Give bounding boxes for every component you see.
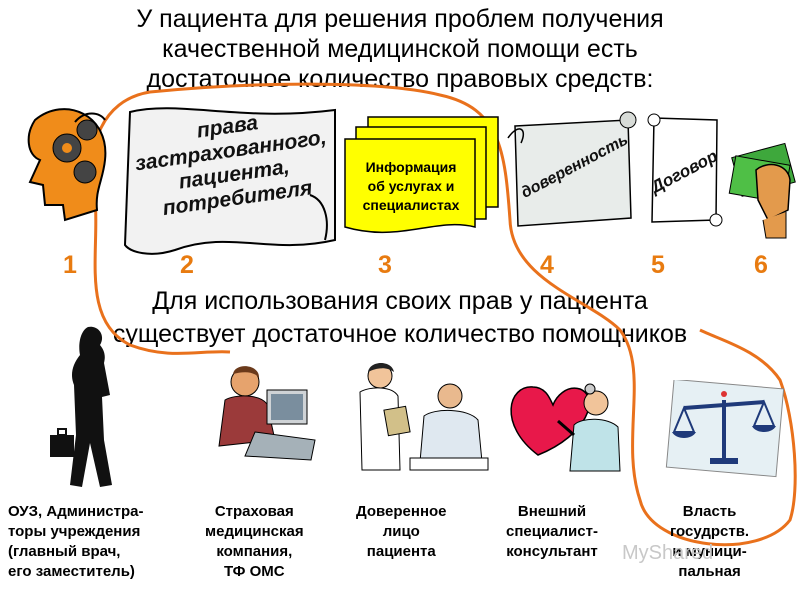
helper-caption-admin: ОУЗ, Администра- торы учреждения (главны… (8, 503, 144, 580)
doctor-patient-icon (359, 363, 489, 471)
money-fist-icon (728, 142, 796, 239)
scales-icon (665, 380, 785, 478)
scroll-icon (123, 107, 336, 255)
scroll-icon (647, 113, 723, 227)
office-worker-icon (218, 366, 316, 461)
businessman-icon (50, 326, 112, 487)
main-title: У пациента для решения проблем получения… (136, 5, 664, 93)
item-number-2: 2 (180, 251, 194, 279)
documents-icon (344, 116, 499, 234)
helper-caption-specialist: Внешний специалист- консультант (506, 503, 598, 560)
helper-caption-authority: Власть госудрств. и муници- пальная (670, 503, 750, 580)
item-number-6: 6 (754, 251, 768, 279)
helper-caption-insurance: Страховая медицинская компания, ТФ ОМС (205, 503, 304, 580)
heart-doctor-icon (510, 383, 621, 472)
info-text: Информация об услугах и специалистах (362, 159, 460, 213)
item-number-4: 4 (540, 251, 554, 279)
helper-caption-trustee: Доверенное лицо пациента (356, 503, 447, 560)
watermark: MyShared (622, 542, 714, 564)
scroll-icon (507, 111, 637, 227)
head-gears-icon (27, 108, 107, 222)
item-number-5: 5 (651, 251, 665, 279)
item-number-1: 1 (63, 251, 77, 279)
item-number-3: 3 (378, 251, 392, 279)
